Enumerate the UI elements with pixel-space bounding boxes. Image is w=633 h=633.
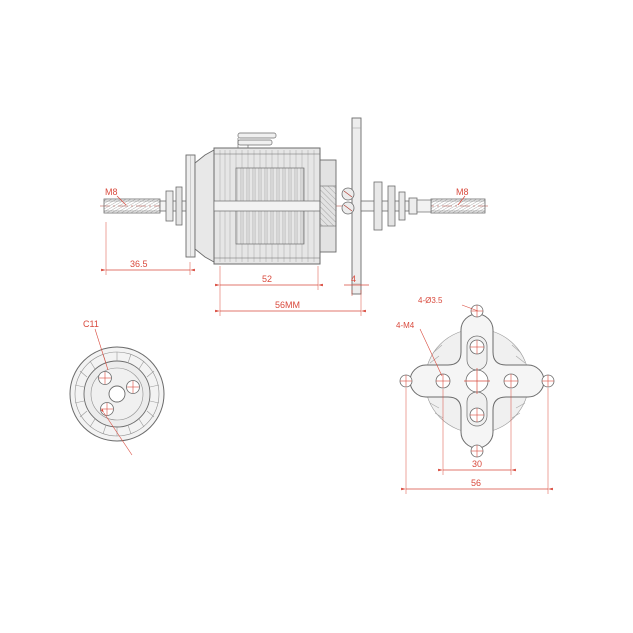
bell-shoulder — [194, 149, 215, 263]
dim-56: 56 — [401, 388, 553, 494]
plate-connectors — [341, 187, 355, 215]
label-c11: C11 — [83, 319, 133, 456]
right-threaded-shaft — [416, 198, 486, 214]
dim-52: 52 — [215, 266, 323, 290]
left-washer-stack — [165, 186, 183, 226]
front-bell-flange — [185, 154, 196, 258]
rear-vent-striping — [74, 352, 160, 436]
dim-30: 30 — [438, 389, 516, 475]
dim-52-text: 52 — [262, 274, 272, 284]
dim-56mm-text: 56MM — [275, 300, 300, 310]
label-c11-text: C11 — [83, 319, 99, 329]
dim-4: 4 — [344, 274, 369, 296]
motor-can-body — [213, 147, 321, 265]
label-4-dia-3-5: 4-Ø3.5 — [418, 296, 479, 312]
rear-center-bore — [108, 385, 126, 403]
motor-wire-leads — [237, 132, 277, 148]
dim-56-text: 56 — [471, 478, 481, 488]
label-m8-left: M8 — [105, 187, 127, 206]
dim-30-text: 30 — [472, 459, 482, 469]
mount-center-crosshair — [464, 368, 490, 394]
label-4-m4: 4-M4 — [396, 321, 443, 377]
mount-holes-m4 — [435, 339, 519, 423]
dim-36-5: 36.5 — [101, 222, 195, 275]
label-m8-left-text: M8 — [105, 187, 118, 197]
right-shaft-assembly — [360, 181, 418, 231]
left-shaft-plain — [159, 200, 189, 212]
label-m8-right-text: M8 — [456, 187, 469, 197]
front-mount-view: 4-Ø3.5 4-M4 30 56 — [396, 296, 555, 494]
rear-end-view: C11 — [69, 319, 165, 456]
left-threaded-shaft — [103, 198, 161, 214]
mount-holes-3-5 — [399, 304, 555, 458]
dim-56mm: 56MM — [215, 290, 366, 316]
label-4-dia-3-5-text: 4-Ø3.5 — [418, 296, 443, 305]
dim-36-5-text: 36.5 — [130, 259, 148, 269]
label-m8-right: M8 — [456, 187, 469, 206]
rear-bearing-housing — [319, 159, 337, 253]
label-4-m4-text: 4-M4 — [396, 321, 415, 330]
dim-4-text: 4 — [351, 274, 356, 284]
side-section-view: M8 M8 36.5 52 — [100, 117, 490, 316]
